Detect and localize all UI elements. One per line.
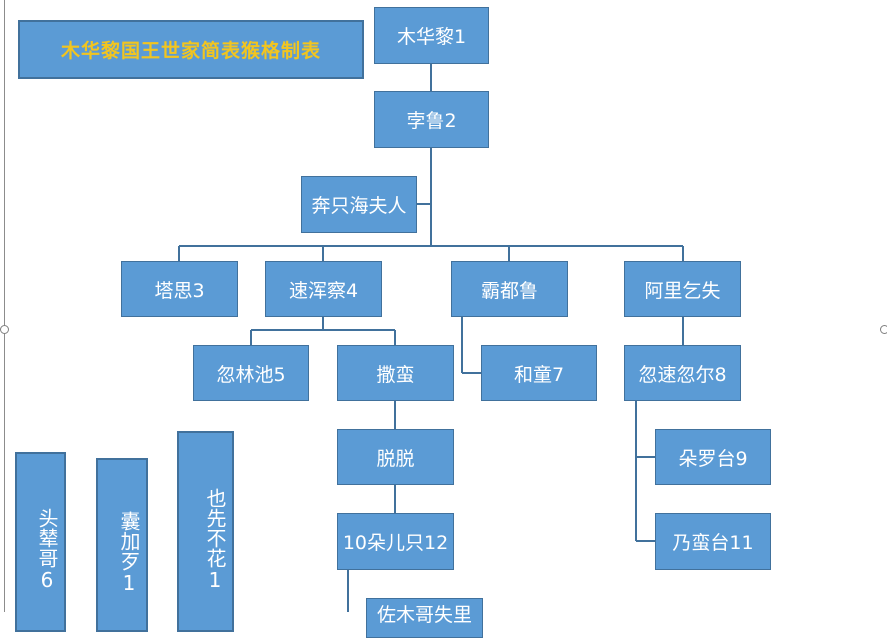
node-naimantai[interactable]: 乃蛮台11 bbox=[655, 513, 771, 570]
node-benzhi[interactable]: 奔只海夫人 bbox=[301, 176, 417, 233]
node-vertical-left2[interactable]: 囊加歹1 bbox=[96, 458, 148, 632]
chart-title: 木华黎国王世家简表猴格制表 bbox=[18, 20, 364, 79]
node-badulu[interactable]: 霸都鲁 bbox=[451, 261, 568, 317]
node-vertical-left3[interactable]: 也先不花1 bbox=[177, 431, 234, 632]
node-hulinchi[interactable]: 忽林池5 bbox=[193, 345, 309, 401]
node-hetong[interactable]: 和童7 bbox=[481, 345, 597, 401]
node-bottom-partial[interactable]: 佐木哥失里 bbox=[366, 598, 483, 638]
node-saman[interactable]: 撒蛮 bbox=[337, 345, 454, 401]
node-tuotuo[interactable]: 脱脱 bbox=[337, 429, 454, 485]
connector-lines bbox=[178, 64, 684, 612]
node-husuhuer[interactable]: 忽速忽尔8 bbox=[624, 345, 741, 401]
node-vertical-left1[interactable]: 头辇哥6 bbox=[15, 452, 66, 632]
node-suhuncha[interactable]: 速浑察4 bbox=[265, 261, 382, 317]
node-aliqishi[interactable]: 阿里乞失 bbox=[624, 261, 741, 317]
node-muhuali[interactable]: 木华黎1 bbox=[374, 7, 489, 64]
selection-frame-left bbox=[4, 0, 5, 612]
resize-handle-right[interactable] bbox=[880, 325, 887, 334]
node-duoluotai[interactable]: 朵罗台9 bbox=[655, 429, 771, 485]
node-duoerzhi[interactable]: 10朵儿只12 bbox=[337, 513, 454, 570]
node-bolu[interactable]: 孛鲁2 bbox=[374, 91, 489, 148]
resize-handle-left[interactable] bbox=[0, 325, 9, 334]
node-tasi[interactable]: 塔思3 bbox=[121, 261, 238, 317]
